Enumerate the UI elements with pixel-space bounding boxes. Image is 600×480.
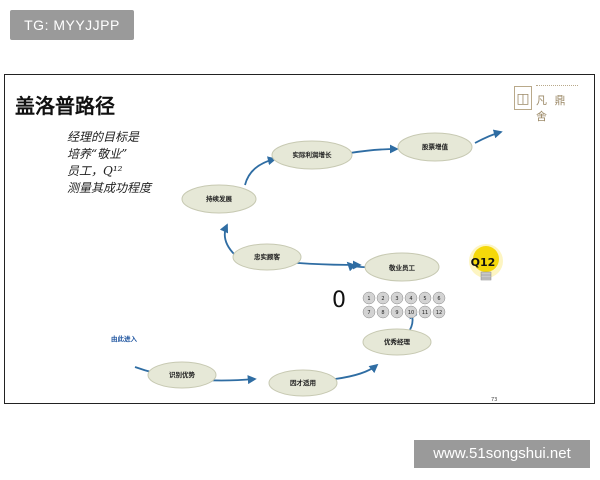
node-label: 实际利润增长 <box>293 150 333 159</box>
node-zhongshi: 忠实顾客 <box>232 243 302 271</box>
node-lirun: 实际利润增长 <box>271 140 353 170</box>
desc-line: 测量其成功程度 <box>67 181 152 195</box>
node-yongren: 因才适用 <box>268 369 338 397</box>
svg-text:2: 2 <box>381 296 384 302</box>
arrow-zhongshi-chixu <box>219 223 236 256</box>
q-item: 12 <box>432 305 446 319</box>
svg-text:8: 8 <box>381 310 384 316</box>
node-shibie: 识别优势 <box>147 361 217 389</box>
tg-badge: TG: MYYJJPP <box>10 10 134 40</box>
node-gupiao: 股票增值 <box>397 132 473 162</box>
q12-label: Q12 <box>471 256 496 269</box>
logo-rule <box>536 85 578 89</box>
node-label: 识别优势 <box>169 370 196 379</box>
q12-grid: 1 2 3 4 5 6 7 8 9 10 11 12 <box>362 291 446 319</box>
slide: 盖洛普路径 经理的目标是 培养“敬业” 员工，Q¹² 测量其成功程度 ◫ 凡 鼎… <box>4 74 595 404</box>
svg-text:3: 3 <box>395 296 398 302</box>
node-jingye: 敬业员工 <box>364 252 440 282</box>
arrow-chixu-lirun <box>244 156 277 186</box>
lightbulb-icon: Q12 <box>469 244 503 281</box>
svg-text:6: 6 <box>437 296 440 302</box>
node-label: 股票增值 <box>422 142 449 151</box>
watermark: www.51songshui.net <box>414 440 590 468</box>
q-item: 2 <box>376 291 390 305</box>
q-item: 8 <box>376 305 390 319</box>
desc-line: 经理的目标是 <box>67 130 140 144</box>
svg-text:5: 5 <box>423 296 426 302</box>
q-item: 11 <box>418 305 432 319</box>
svg-text:12: 12 <box>436 310 442 316</box>
svg-text:9: 9 <box>395 310 398 316</box>
page-number: 73 <box>491 397 498 403</box>
desc-line: 培养“敬业” <box>67 147 128 161</box>
node-jingli: 优秀经理 <box>362 328 432 356</box>
q-item: 3 <box>390 291 404 305</box>
svg-text:7: 7 <box>367 310 370 316</box>
node-label: 因才适用 <box>290 378 316 387</box>
desc-line: 员工，Q¹² <box>67 164 123 178</box>
q-item: 5 <box>418 291 432 305</box>
brand-logo: ◫ 凡 鼎 舍 <box>514 84 580 123</box>
entry-label: 由此进入 <box>111 334 138 343</box>
arrow-lirun-gupiao <box>349 144 399 154</box>
node-label: 持续发展 <box>206 194 233 203</box>
q-item: 6 <box>432 291 446 305</box>
slide-title: 盖洛普路径 <box>15 94 115 118</box>
gallup-path-diagram: 识别优势 因才适用 优秀经理 敬业员工 忠实顾客 持续发展 实际利润增长 股票 <box>111 129 503 397</box>
svg-text:4: 4 <box>409 296 412 302</box>
node-label: 敬业员工 <box>388 263 416 272</box>
node-label: 忠实顾客 <box>254 252 281 261</box>
arrow-gupiao-out <box>474 129 503 144</box>
zero-glyph: 0 <box>332 288 346 313</box>
q-item: 1 <box>362 291 376 305</box>
arrow-yongren-jingli <box>334 363 379 380</box>
svg-text:10: 10 <box>408 310 414 316</box>
q-item: 10 <box>404 305 418 319</box>
node-label: 优秀经理 <box>384 337 411 346</box>
q-item: 7 <box>362 305 376 319</box>
q-item: 9 <box>390 305 404 319</box>
description: 经理的目标是 培养“敬业” 员工，Q¹² 测量其成功程度 <box>67 129 151 197</box>
logo-text: 凡 鼎 舍 <box>536 94 568 123</box>
q-item: 4 <box>404 291 418 305</box>
logo-mark-icon: ◫ <box>514 86 532 110</box>
svg-text:1: 1 <box>367 296 370 302</box>
svg-text:11: 11 <box>422 310 428 316</box>
node-chixu: 持续发展 <box>181 184 257 214</box>
